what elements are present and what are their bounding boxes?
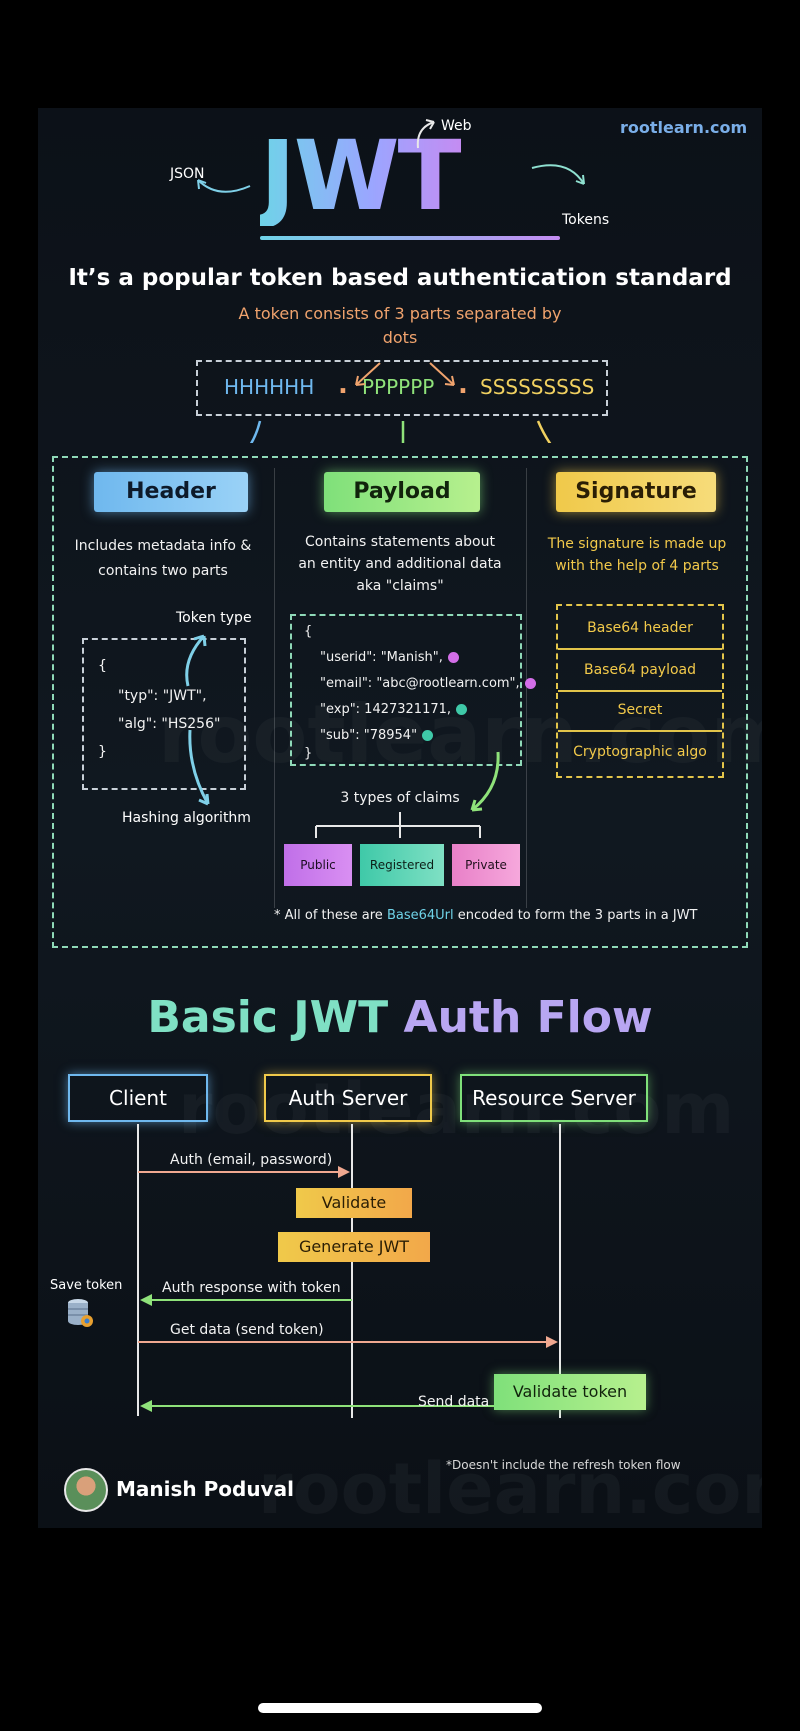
- jwt-parts-box: [52, 456, 748, 948]
- signature-part-divider: [558, 648, 722, 650]
- tokens-note: Tokens: [562, 212, 610, 228]
- payload-desc-line3: aka "claims": [356, 578, 444, 594]
- column-divider: [274, 468, 275, 908]
- sequence-diagram: [137, 1124, 561, 1418]
- claim-type-registered: Registered: [360, 844, 444, 886]
- header-code-line: "typ": "JWT",: [118, 688, 207, 704]
- claim-types-label: 3 types of claims: [340, 790, 460, 806]
- header-code-line: }: [98, 744, 107, 760]
- signature-part: Secret: [617, 702, 663, 718]
- payload-code-open: {: [304, 624, 313, 639]
- claim-email: "email": "abc@rootlearn.com",: [320, 676, 536, 691]
- claims-arrow: [470, 751, 500, 812]
- signature-part: Base64 header: [587, 620, 693, 636]
- header-code-box: [82, 638, 246, 790]
- infographic-card: rootlearn.com rootlearn.com rootlearn.co…: [38, 108, 762, 1528]
- claim-type-private: Private: [452, 844, 520, 886]
- validate-token-box: Validate token: [494, 1374, 646, 1410]
- claim-sub: "sub": "78954": [320, 728, 434, 743]
- token-dot: .: [338, 370, 348, 400]
- header-code-line: "alg": "HS256": [118, 716, 221, 732]
- token-arrows: [249, 362, 552, 443]
- claim-dot: [524, 678, 536, 689]
- title-underline: [260, 236, 560, 240]
- author-name: Manish Poduval: [116, 1477, 294, 1501]
- signature-part: Base64 payload: [583, 662, 697, 678]
- claim-dot: [447, 652, 459, 663]
- claim-dot: [456, 704, 468, 715]
- watermark: rootlearn.com: [258, 1448, 762, 1528]
- avatar: [64, 1468, 108, 1512]
- token-dot: .: [458, 370, 468, 400]
- token-signature-part: SSSSSSSSS: [480, 375, 595, 399]
- database-icon: [68, 1299, 93, 1327]
- token-type-label: Token type: [176, 610, 252, 626]
- brand-link[interactable]: rootlearn.com: [620, 118, 748, 137]
- signature-desc-line1: The signature is made up: [547, 536, 727, 552]
- msg-send-data: Send data: [418, 1394, 490, 1410]
- save-token-label: Save token: [50, 1278, 123, 1293]
- payload-desc-line1: Contains statements about: [304, 534, 495, 550]
- header-label: Header: [94, 472, 248, 512]
- jwt-title: JWT: [260, 120, 463, 232]
- claim-tree: [315, 812, 481, 838]
- token-payload-part: PPPPPP: [362, 375, 435, 399]
- claim-type-public: Public: [284, 844, 352, 886]
- json-note: JSON: [170, 166, 205, 182]
- base64url-highlight: Base64Url: [386, 908, 454, 923]
- msg-get-data: Get data (send token): [170, 1322, 324, 1338]
- payload-desc-line2: an entity and additional data: [298, 556, 502, 572]
- flow-footnote: *Doesn't include the refresh token flow: [446, 1458, 681, 1472]
- payload-label: Payload: [324, 472, 480, 512]
- signature-label: Signature: [556, 472, 716, 512]
- msg-auth-response: Auth response with token: [162, 1280, 341, 1296]
- header-desc-line1: Includes metadata info &: [74, 538, 252, 554]
- signature-part-divider: [558, 690, 722, 692]
- actor-client: Client: [68, 1074, 208, 1122]
- token-string-box: [196, 360, 608, 416]
- signature-part: Cryptographic algo: [573, 744, 707, 760]
- hashing-label: Hashing algorithm: [122, 810, 251, 826]
- token-intro-line1: A token consists of 3 parts separated by: [238, 304, 562, 323]
- tagline: It’s a popular token based authenticatio…: [68, 265, 732, 291]
- home-indicator[interactable]: [258, 1703, 542, 1713]
- claim-userid: "userid": "Manish",: [320, 650, 459, 665]
- title-arrows: [197, 119, 585, 193]
- web-note: Web: [441, 118, 472, 134]
- token-intro-line2: dots: [382, 328, 418, 347]
- validate-box: Validate: [296, 1188, 412, 1218]
- actor-resource-server: Resource Server: [460, 1074, 648, 1122]
- flow-title: Basic JWT Auth Flow: [147, 992, 653, 1043]
- claim-dot: [422, 730, 434, 741]
- actor-auth-server: Auth Server: [264, 1074, 432, 1122]
- claim-exp: "exp": 1427321171,: [320, 702, 468, 717]
- encode-note: * All of these are Base64Url encoded to …: [274, 908, 698, 923]
- msg-auth: Auth (email, password): [170, 1152, 333, 1168]
- signature-desc-line2: with the help of 4 parts: [555, 558, 719, 574]
- generate-jwt-box: Generate JWT: [278, 1232, 430, 1262]
- header-desc-line2: contains two parts: [98, 563, 228, 579]
- signature-parts-box: Base64 header Base64 payload Secret Cryp…: [556, 604, 724, 778]
- token-header-part: HHHHHH: [224, 375, 315, 399]
- header-code-line: {: [98, 658, 107, 674]
- signature-part-divider: [558, 730, 722, 732]
- payload-code-close: }: [304, 746, 313, 761]
- payload-code-box: { "userid": "Manish", "email": "abc@root…: [290, 614, 536, 766]
- header-arrows: [185, 634, 210, 806]
